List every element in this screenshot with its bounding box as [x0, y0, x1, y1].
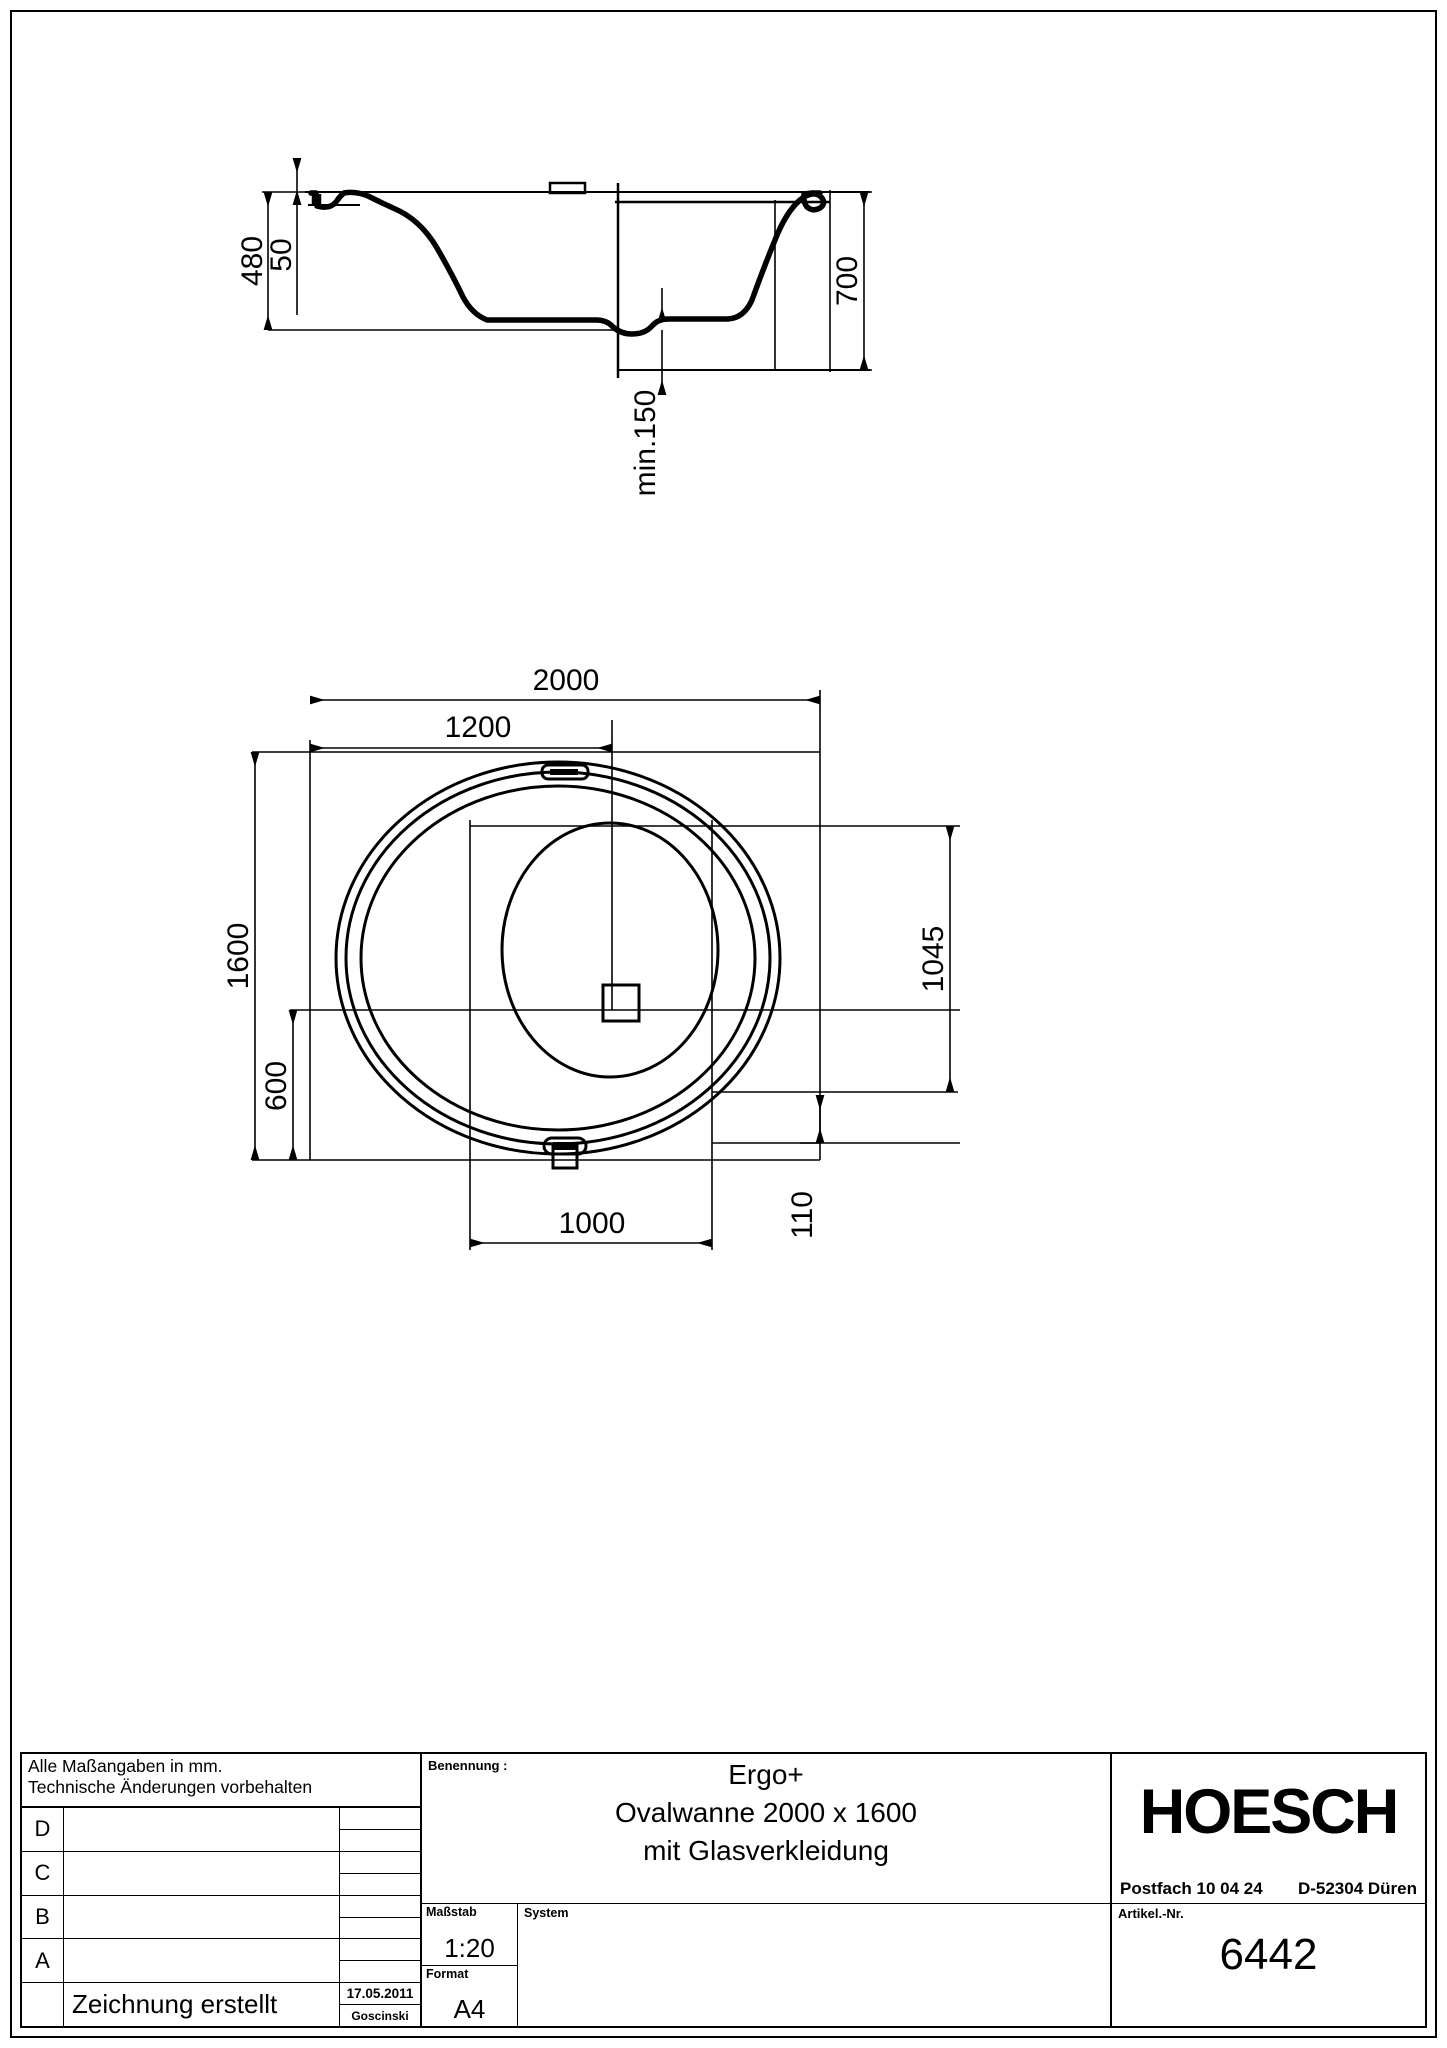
revision-description	[64, 1895, 340, 1939]
revision-date	[340, 1939, 420, 1962]
overflow-fitting	[542, 1136, 588, 1156]
revision-row-d: D	[22, 1808, 420, 1852]
revision-date	[340, 1896, 420, 1918]
revision-description	[64, 1851, 340, 1895]
dim-1200: 1200	[445, 711, 512, 744]
revision-name	[340, 1961, 420, 1982]
revision-date	[340, 1808, 420, 1830]
revision-row-b: B	[22, 1895, 420, 1940]
title-block-middle: Benennung : Ergo+ Ovalwanne 2000 x 1600 …	[422, 1754, 1112, 2026]
article-caption: Artikel.-Nr.	[1118, 1906, 1184, 1921]
drain-outlet	[601, 983, 641, 1023]
dim-110: 110	[786, 1191, 819, 1239]
notes-line-1: Alle Maßangaben in mm.	[28, 1756, 223, 1776]
revision-description	[64, 1808, 340, 1851]
revision-name	[340, 1874, 420, 1895]
designation-line-3: mit Glasverkleidung	[643, 1835, 889, 1867]
company-postfach: Postfach 10 04 24	[1120, 1879, 1263, 1898]
revision-table: D C B	[22, 1808, 420, 2026]
dim-50: 50	[265, 238, 298, 271]
revision-letter: A	[22, 1939, 64, 1983]
dim-2000: 2000	[533, 664, 600, 697]
format-cell: Format A4	[422, 1966, 517, 2027]
dim-600: 600	[260, 1061, 293, 1111]
scale-format-column: Maßstab 1:20 Format A4	[422, 1904, 518, 2026]
scale-cell: Maßstab 1:20	[422, 1904, 517, 1966]
revision-letter: B	[22, 1895, 64, 1939]
designation-line-1: Ergo+	[728, 1759, 804, 1790]
dim-480: 480	[236, 236, 269, 286]
company-address: Postfach 10 04 24 D-52304 Düren	[1120, 1879, 1417, 1899]
designation-caption: Benennung :	[428, 1758, 508, 1773]
title-block: Alle Maßangaben in mm. Technische Änderu…	[20, 1752, 1427, 2028]
system-caption: System	[524, 1906, 569, 1920]
bath-inner-edge	[359, 784, 757, 1132]
headrest-top	[540, 763, 590, 781]
designation-cell: Benennung : Ergo+ Ovalwanne 2000 x 1600 …	[422, 1754, 1110, 1904]
notes-line-2: Technische Änderungen vorbehalten	[28, 1776, 313, 1797]
system-cell: System	[518, 1904, 1110, 2026]
title-block-right: HOESCH Postfach 10 04 24 D-52304 Düren A…	[1112, 1754, 1425, 2026]
headrest-top-fill	[550, 769, 578, 775]
bath-rim-line	[344, 770, 772, 1146]
bath-outer-edge	[334, 760, 782, 1156]
revision-name	[340, 1918, 420, 1939]
scale-caption: Maßstab	[426, 1905, 477, 1919]
designation-text: Ergo+ Ovalwanne 2000 x 1600 mit Glasverk…	[422, 1754, 1110, 1870]
revision-row-a: A	[22, 1939, 420, 1984]
article-number-cell: Artikel.-Nr. 6442	[1112, 1904, 1425, 2026]
notes-cell: Alle Maßangaben in mm. Technische Änderu…	[22, 1754, 420, 1808]
revision-name: Goscinski	[351, 2008, 409, 2023]
revision-row-c: C	[22, 1851, 420, 1896]
revision-row-created: Zeichnung erstellt 17.05.2011 Goscinski	[22, 1983, 420, 2026]
article-number: 6442	[1219, 1930, 1318, 1979]
revision-letter	[22, 1983, 64, 2026]
revision-meta: 17.05.2011 Goscinski	[340, 1983, 420, 2026]
company-city: D-52304 Düren	[1297, 1879, 1417, 1898]
revision-date	[340, 1852, 420, 1874]
dim-1600: 1600	[222, 923, 255, 990]
revision-meta	[340, 1852, 420, 1895]
dim-1000: 1000	[559, 1207, 626, 1240]
designation-bottom-row: Maßstab 1:20 Format A4 System	[422, 1904, 1110, 2026]
revision-name	[340, 1830, 420, 1851]
revision-letter: C	[22, 1851, 64, 1895]
revision-meta	[340, 1808, 420, 1851]
cross-section-view: 480 50 700 min.150	[236, 158, 872, 496]
dim-1045: 1045	[917, 926, 950, 993]
revision-description: Zeichnung erstellt	[64, 1983, 340, 2026]
designation-line-2: Ovalwanne 2000 x 1600	[615, 1797, 917, 1829]
company-logo-cell: HOESCH Postfach 10 04 24 D-52304 Düren	[1112, 1754, 1425, 1904]
bath-basin	[500, 821, 720, 1079]
overflow-body	[551, 1144, 579, 1170]
scale-value: 1:20	[444, 1932, 495, 1963]
dim-700: 700	[831, 256, 864, 306]
title-block-left: Alle Maßangaben in mm. Technische Änderu…	[22, 1754, 422, 2026]
revision-date: 17.05.2011	[340, 1983, 420, 2006]
plan-view: 2000 1200 1600 600 1045 110 1000	[222, 664, 960, 1250]
format-value: A4	[453, 1994, 486, 2024]
revision-description	[64, 1939, 340, 1983]
revision-letter: D	[22, 1808, 64, 1851]
dim-min-150: min.150	[629, 390, 662, 497]
revision-meta	[340, 1939, 420, 1982]
revision-meta	[340, 1896, 420, 1939]
format-caption: Format	[426, 1966, 469, 1981]
sheet-border	[10, 10, 1437, 2038]
hoesch-logo: HOESCH	[1139, 1777, 1400, 1847]
